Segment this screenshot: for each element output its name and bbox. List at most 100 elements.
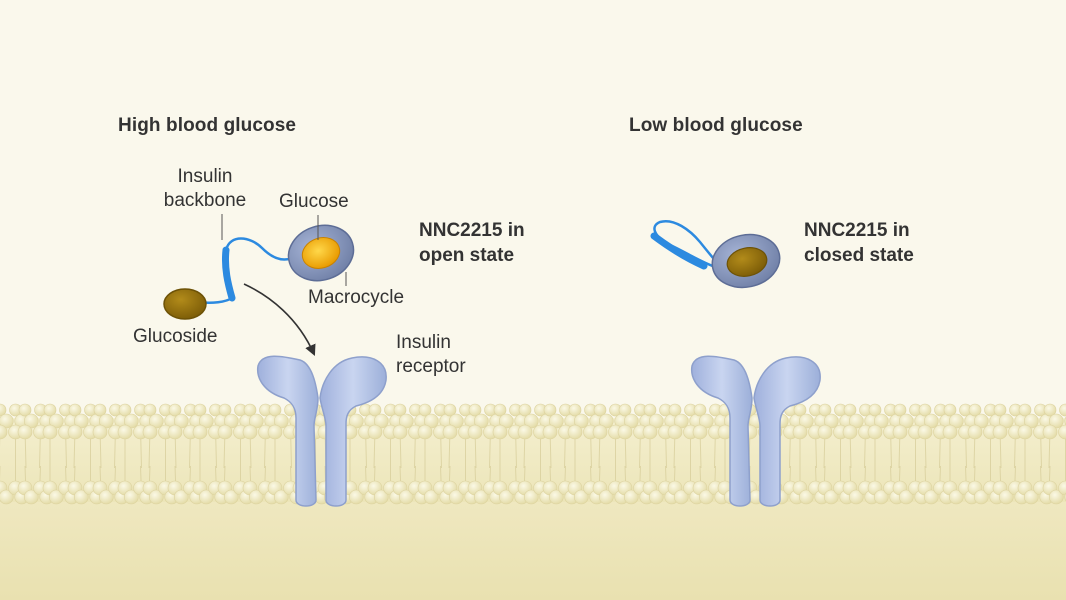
lipid-head: [173, 489, 189, 505]
lipid-head: [1042, 424, 1058, 440]
lipid-head: [893, 403, 907, 417]
lipid-head: [973, 413, 989, 429]
lipid-head: [117, 424, 133, 440]
lipid-head: [642, 424, 658, 440]
lipid-head: [842, 424, 858, 440]
lipid-head: [423, 413, 439, 429]
lipid-head: [193, 403, 207, 417]
lipid-head: [42, 424, 58, 440]
label-insulin-receptor: Insulin receptor: [396, 331, 466, 379]
lipid-head: [23, 413, 39, 429]
lipid-head: [267, 424, 283, 440]
lipid-head: [1017, 424, 1033, 440]
state-label-open: NNC2215 in open state: [419, 218, 525, 268]
lipid-head: [268, 403, 282, 417]
lipid-head: [373, 413, 389, 429]
lipid-head: [398, 413, 414, 429]
state-label-closed-line2: closed state: [804, 245, 914, 266]
lipid-head: [617, 424, 633, 440]
lipid-head: [498, 413, 514, 429]
lipid-head: [473, 489, 489, 505]
lipid-head: [792, 424, 808, 440]
lipid-head: [618, 403, 632, 417]
lipid-head: [348, 413, 364, 429]
lipid-head: [848, 489, 864, 505]
lipid-head: [573, 489, 589, 505]
lipid-head: [973, 489, 989, 505]
lipid-head: [48, 413, 64, 429]
lipid-head: [992, 424, 1008, 440]
lipid-head: [223, 489, 239, 505]
lipid-head: [0, 489, 14, 505]
lipid-head: [73, 413, 89, 429]
lipid-head: [643, 403, 657, 417]
lipid-head: [48, 489, 64, 505]
lipid-head: [1048, 413, 1064, 429]
lipid-head: [648, 413, 664, 429]
lipid-head: [118, 403, 132, 417]
state-label-closed-line1: NNC2215 in: [804, 220, 910, 241]
lipid-head: [823, 413, 839, 429]
lipid-head: [0, 403, 7, 417]
lipid-head: [493, 403, 507, 417]
lipid-head: [917, 424, 933, 440]
lipid-head: [467, 424, 483, 440]
lipid-head: [273, 489, 289, 505]
insulin-backbone: [222, 246, 236, 302]
panel-title-low: Low blood glucose: [629, 115, 803, 136]
lipid-head: [868, 403, 882, 417]
lipid-head: [448, 489, 464, 505]
lipid-head: [948, 413, 964, 429]
lipid-head: [818, 403, 832, 417]
lipid-head: [648, 489, 664, 505]
label-insulin-backbone-line2: backbone: [163, 190, 247, 211]
insulin-receptor-right: [690, 355, 821, 507]
lipid-head: [598, 413, 614, 429]
lipid-head: [423, 489, 439, 505]
lipid-head: [598, 489, 614, 505]
lipid-head: [368, 403, 382, 417]
lipid-head: [873, 489, 889, 505]
lipid-head: [443, 403, 457, 417]
label-glucose: Glucose: [279, 191, 349, 212]
lipid-head: [923, 413, 939, 429]
lipid-head: [217, 424, 233, 440]
lipid-head: [698, 413, 714, 429]
lipid-head: [367, 424, 383, 440]
lipid-head: [568, 403, 582, 417]
glucose: [301, 237, 341, 269]
lipid-head: [567, 424, 583, 440]
lipid-head: [148, 489, 164, 505]
lipid-head: [43, 403, 57, 417]
lipid-head: [17, 424, 33, 440]
lipid-head: [67, 424, 83, 440]
lipid-head: [593, 403, 607, 417]
label-insulin-backbone-line1: Insulin: [177, 166, 233, 187]
lipid-head: [248, 413, 264, 429]
lipid-head: [248, 489, 264, 505]
lipid-head: [968, 403, 982, 417]
insulin-receptor-left: [256, 355, 387, 507]
lipid-head: [918, 403, 932, 417]
lipid-head: [667, 424, 683, 440]
binding-arrow: [243, 283, 316, 357]
lipid-head: [192, 424, 208, 440]
lipid-head: [998, 489, 1014, 505]
lipid-head: [798, 413, 814, 429]
lipid-head: [873, 413, 889, 429]
lipid-head: [623, 489, 639, 505]
lipid-head: [498, 489, 514, 505]
lipid-head: [98, 489, 114, 505]
lipid-head: [793, 403, 807, 417]
lipid-head: [92, 424, 108, 440]
lipid-head: [592, 424, 608, 440]
lipid-head: [693, 403, 707, 417]
lipid-head: [942, 424, 958, 440]
lipid-head: [698, 489, 714, 505]
lipid-head: [0, 424, 8, 440]
lipid-head: [473, 413, 489, 429]
lipid-head: [523, 489, 539, 505]
lipid-head: [93, 403, 107, 417]
